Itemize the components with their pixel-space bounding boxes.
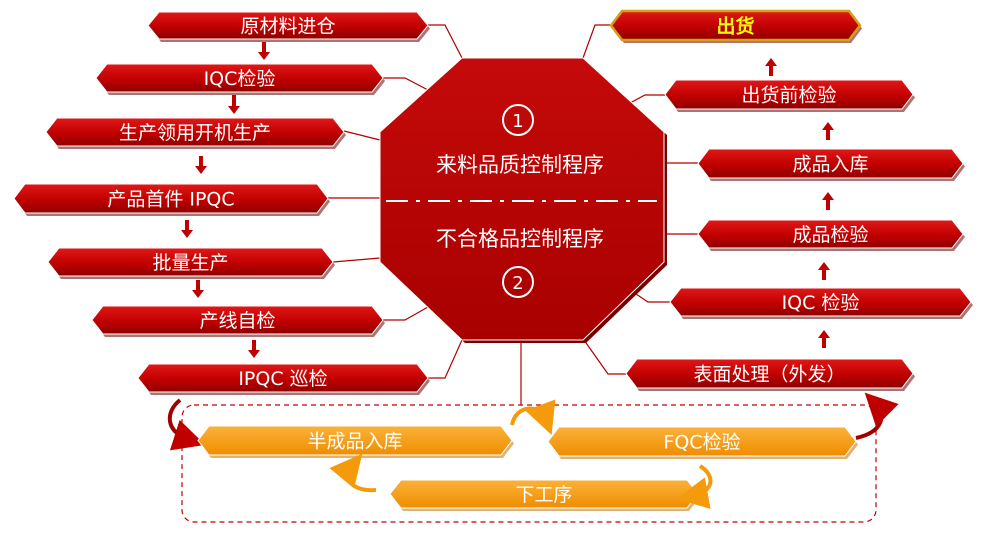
up-arrow-icon: [818, 330, 830, 348]
semi-finished-storage-step: 半成品入库: [197, 425, 514, 458]
iqc-inspection-step: IQC检验: [95, 63, 385, 95]
badge-top: [502, 104, 534, 136]
center-octagon: 1 来料品质控制程序 不合格品控制程序 2: [379, 57, 667, 343]
banner-shape: [625, 358, 914, 389]
shipment-step-label: 出货: [716, 15, 754, 38]
banner-shape: [137, 363, 429, 393]
banner-shape: [609, 9, 862, 42]
connector-shipment: [582, 24, 610, 59]
connector-pre-shipment: [629, 94, 665, 104]
banner-shape: [197, 425, 513, 456]
mass-production-step: 批量生产: [47, 247, 335, 279]
loop-arrow-icon: [676, 464, 713, 509]
pre-shipment-inspection-step: 出货前检验: [664, 79, 915, 112]
fqc-inspection-step-label: FQC检验: [663, 432, 740, 454]
iqc-inspection-step-label: IQC检验: [204, 68, 276, 90]
banner-shape: [95, 63, 384, 93]
nonconforming-procedure-label: 不合格品控制程序: [436, 227, 604, 251]
loop-exit-curve-arrow-icon: [855, 392, 899, 440]
loop-entry-curve-arrow-icon: [167, 398, 206, 451]
right-iqc-inspection-step-label: IQC 检验: [782, 292, 860, 314]
down-arrow-icon: [258, 42, 270, 60]
shipment-step: 出货: [609, 9, 862, 43]
up-arrow-icon: [818, 262, 830, 280]
mass-production-step-label: 批量生产: [152, 252, 228, 274]
line-self-check-step: 产线自检: [91, 305, 385, 337]
production-start-step: 生产领用开机生产: [45, 117, 346, 149]
semi-finished-storage-step-label: 半成品入库: [307, 431, 402, 453]
banner-shape: [697, 148, 964, 179]
production-start-step-label: 生产领用开机生产: [119, 122, 271, 144]
right-flow-arrows: [765, 58, 834, 348]
raw-material-in-step: 原材料进仓: [147, 11, 430, 42]
surface-treatment-step-label: 表面处理（外发）: [693, 364, 845, 386]
raw-material-in-step-label: 原材料进仓: [240, 16, 335, 38]
connector-iqc: [383, 77, 429, 91]
banner-shape: [47, 247, 334, 277]
banner-shape: [13, 183, 329, 214]
first-article-ipqc-step: 产品首件 IPQC: [13, 183, 330, 216]
badge-bottom: [502, 266, 534, 298]
down-arrow-icon: [248, 340, 260, 358]
finished-goods-storage-step-label: 成品入库: [792, 154, 868, 176]
banner-shape: [147, 11, 429, 40]
connector-mass-production: [332, 257, 381, 263]
connector-lines: [328, 24, 698, 405]
down-arrow-icon: [192, 280, 204, 298]
banner-shape: [664, 79, 914, 110]
loop-arrow-icon: [329, 453, 377, 493]
left-flow-arrows: [181, 42, 270, 358]
connector-line-self-check: [383, 306, 429, 321]
connector-ipqc-patrol: [428, 339, 463, 379]
finished-goods-inspection-step-label: 成品检验: [792, 224, 868, 246]
ipqc-patrol-step: IPQC 巡检: [137, 363, 430, 395]
up-arrow-icon: [822, 192, 834, 210]
fqc-inspection-step: FQC检验: [547, 426, 858, 459]
next-process-step-label: 下工序: [515, 484, 572, 506]
finished-goods-storage-step: 成品入库: [697, 148, 965, 181]
down-arrow-icon: [181, 220, 193, 238]
banner-shape: [547, 426, 857, 457]
badge-bottom-number: 2: [512, 273, 523, 294]
down-arrow-icon: [195, 156, 207, 174]
banner-shape: [45, 117, 345, 147]
incoming-quality-procedure-label: 来料品质控制程序: [436, 153, 604, 177]
surface-treatment-step: 表面处理（外发）: [625, 358, 915, 391]
line-self-check-step-label: 产线自检: [199, 310, 275, 332]
pre-shipment-inspection-step-label: 出货前检验: [741, 85, 836, 107]
up-arrow-icon: [822, 122, 834, 140]
banner-shape: [697, 219, 964, 249]
ipqc-patrol-step-label: IPQC 巡检: [238, 368, 327, 390]
connector-raw-material: [428, 24, 463, 59]
next-process-step: 下工序: [389, 479, 700, 511]
banner-shape: [669, 287, 972, 317]
badge-top-number: 1: [512, 111, 523, 132]
up-arrow-icon: [765, 58, 777, 76]
right-iqc-inspection-step: IQC 检验: [669, 287, 973, 319]
banner-shape: [91, 305, 384, 335]
down-arrow-icon: [228, 95, 240, 114]
first-article-ipqc-step-label: 产品首件 IPQC: [107, 189, 234, 211]
finished-goods-inspection-step: 成品检验: [697, 219, 965, 251]
loop-arrow-icon: [510, 399, 556, 435]
connector-production-start: [343, 130, 381, 141]
connector-surface-treatment: [583, 339, 626, 375]
